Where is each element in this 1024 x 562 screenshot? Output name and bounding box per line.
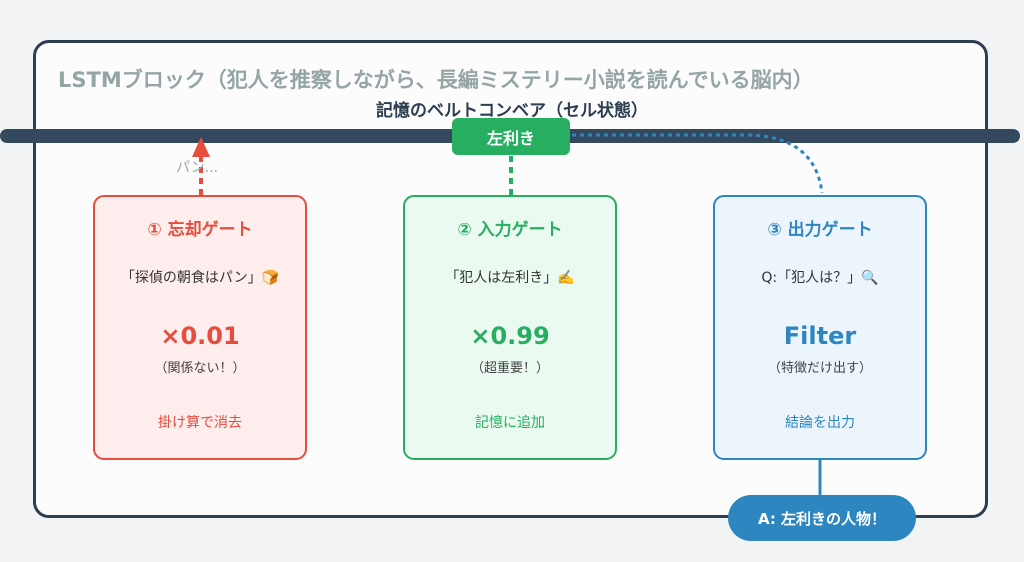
input-gate-input: 「犯人は左利き」✍️ bbox=[445, 270, 575, 286]
block-title: LSTMブロック（犯人を推察しながら、長編ミステリー小説を読んでいる脳内） bbox=[58, 68, 814, 92]
belt-label: 記憶のベルトコンベア（セル状態） bbox=[376, 101, 648, 121]
input-gate-value: ×0.99 bbox=[470, 322, 550, 350]
input-gate-card: ② 入力ゲート 「犯人は左利き」✍️ ×0.99 （超重要！） 記憶に追加 bbox=[403, 195, 617, 460]
forget-gate-note: （関係ない！） bbox=[154, 361, 246, 376]
forget-gate-action: 掛け算で消去 bbox=[158, 415, 242, 431]
output-gate-title: ③ 出力ゲート bbox=[767, 220, 873, 240]
output-gate-query: Q:「犯人は？」🔍 bbox=[761, 270, 879, 286]
cell-token-left-handed: 左利き bbox=[452, 118, 570, 155]
forget-gate-title: ① 忘却ゲート bbox=[147, 220, 253, 240]
input-gate-action: 記憶に追加 bbox=[475, 415, 545, 431]
faded-memory-text: パン... bbox=[176, 160, 219, 176]
forget-gate-input: 「探偵の朝食はパン」🍞 bbox=[120, 270, 280, 286]
answer-pill: A: 左利きの人物！ bbox=[728, 495, 916, 541]
input-gate-note: （超重要！） bbox=[470, 361, 549, 376]
input-gate-title: ② 入力ゲート bbox=[457, 220, 563, 240]
output-gate-value: Filter bbox=[783, 322, 857, 350]
output-gate-action: 結論を出力 bbox=[785, 415, 855, 431]
forget-gate-value: ×0.01 bbox=[160, 322, 240, 350]
output-gate-note: （特徴だけ出す） bbox=[767, 361, 872, 376]
output-gate-card: ③ 出力ゲート Q:「犯人は？」🔍 Filter （特徴だけ出す） 結論を出力 bbox=[713, 195, 927, 460]
forget-gate-card: ① 忘却ゲート 「探偵の朝食はパン」🍞 ×0.01 （関係ない！） 掛け算で消去 bbox=[93, 195, 307, 460]
